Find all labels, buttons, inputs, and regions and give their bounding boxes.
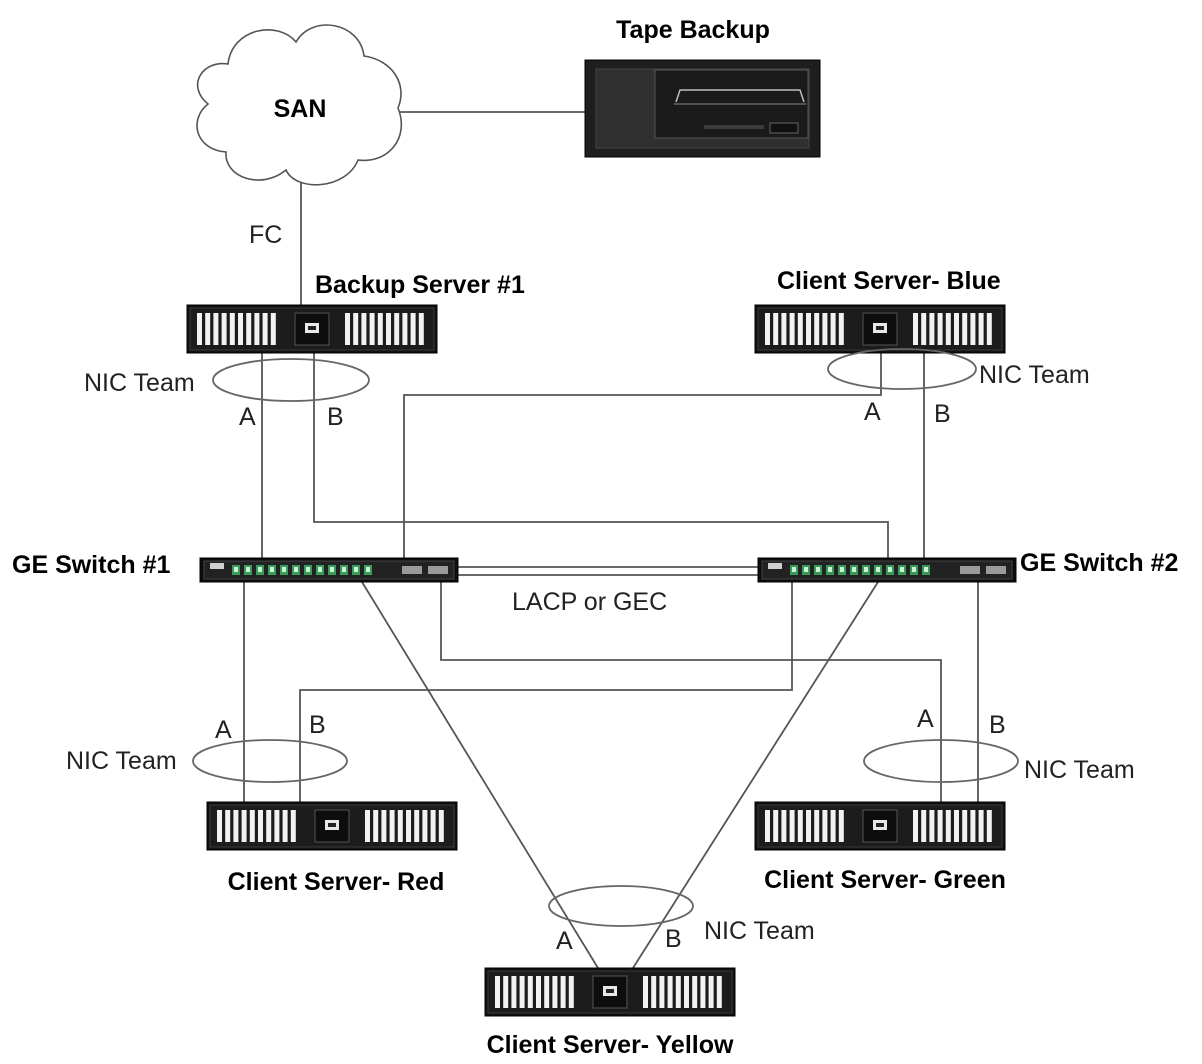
backup-b-link <box>313 350 889 562</box>
yellow-nic-team-label: NIC Team <box>704 917 815 945</box>
rack-server-icon <box>754 304 1006 354</box>
green-nic-team-ring <box>863 739 1019 783</box>
red-nic-team-label: NIC Team <box>66 747 177 775</box>
tape-backup-label: Tape Backup <box>616 16 770 44</box>
san-cloud: SAN <box>196 24 403 186</box>
yellow-a-link <box>361 581 599 969</box>
client-server-green: Client Server- Green <box>754 801 1006 894</box>
yellow-port-b: B <box>665 925 682 953</box>
backup-server-1-label: Backup Server #1 <box>315 271 525 299</box>
link-labels: FC LACP or GEC NIC Team NIC Team NIC Tea… <box>66 221 1135 955</box>
rack-server-icon <box>206 801 458 851</box>
fc-label: FC <box>249 221 282 249</box>
client-yellow-label: Client Server- Yellow <box>487 1031 734 1059</box>
red-port-b: B <box>309 711 326 739</box>
rack-server-icon <box>754 801 1006 851</box>
ge-switch-2-label: GE Switch #2 <box>1020 549 1178 577</box>
blue-a-link <box>403 350 882 562</box>
backup-server-1: Backup Server #1 <box>186 271 525 354</box>
red-b-link <box>299 582 793 802</box>
blue-port-a: A <box>864 398 881 426</box>
ge-switch-1: GE Switch #1 <box>12 551 459 583</box>
client-green-label: Client Server- Green <box>764 866 1006 894</box>
backup-port-b: B <box>327 403 344 431</box>
yellow-nic-team-ring <box>548 885 694 927</box>
red-nic-team-ring <box>192 739 348 783</box>
green-a-link <box>440 582 942 802</box>
client-server-blue: Client Server- Blue <box>754 267 1006 354</box>
red-port-a: A <box>215 716 232 744</box>
yellow-b-link <box>632 581 879 969</box>
green-port-b: B <box>989 711 1006 739</box>
tape-backup: Tape Backup <box>584 16 821 158</box>
nic-team-rings <box>192 348 1019 927</box>
backup-nic-team-ring <box>212 358 370 402</box>
green-port-a: A <box>917 705 934 733</box>
backup-port-a: A <box>239 403 256 431</box>
rack-server-icon <box>484 967 736 1017</box>
backup-nic-team-label: NIC Team <box>84 369 195 397</box>
client-red-label: Client Server- Red <box>228 868 445 896</box>
lacp-label: LACP or GEC <box>512 588 667 616</box>
network-switch-icon <box>757 557 1017 583</box>
client-server-red: Client Server- Red <box>206 801 458 896</box>
ge-switch-2: GE Switch #2 <box>757 549 1178 583</box>
green-nic-team-label: NIC Team <box>1024 756 1135 784</box>
tape-drive-icon <box>584 59 821 158</box>
blue-nic-team-label: NIC Team <box>979 361 1090 389</box>
ge-switch-1-label: GE Switch #1 <box>12 551 170 579</box>
rack-server-icon <box>186 304 438 354</box>
cloud-icon <box>196 24 403 186</box>
client-blue-label: Client Server- Blue <box>777 267 1001 295</box>
client-server-yellow: Client Server- Yellow <box>484 967 736 1059</box>
network-switch-icon <box>199 557 459 583</box>
connections <box>243 111 979 969</box>
san-label: SAN <box>274 95 327 123</box>
yellow-port-a: A <box>556 927 573 955</box>
blue-port-b: B <box>934 400 951 428</box>
blue-nic-team-ring <box>827 348 977 390</box>
